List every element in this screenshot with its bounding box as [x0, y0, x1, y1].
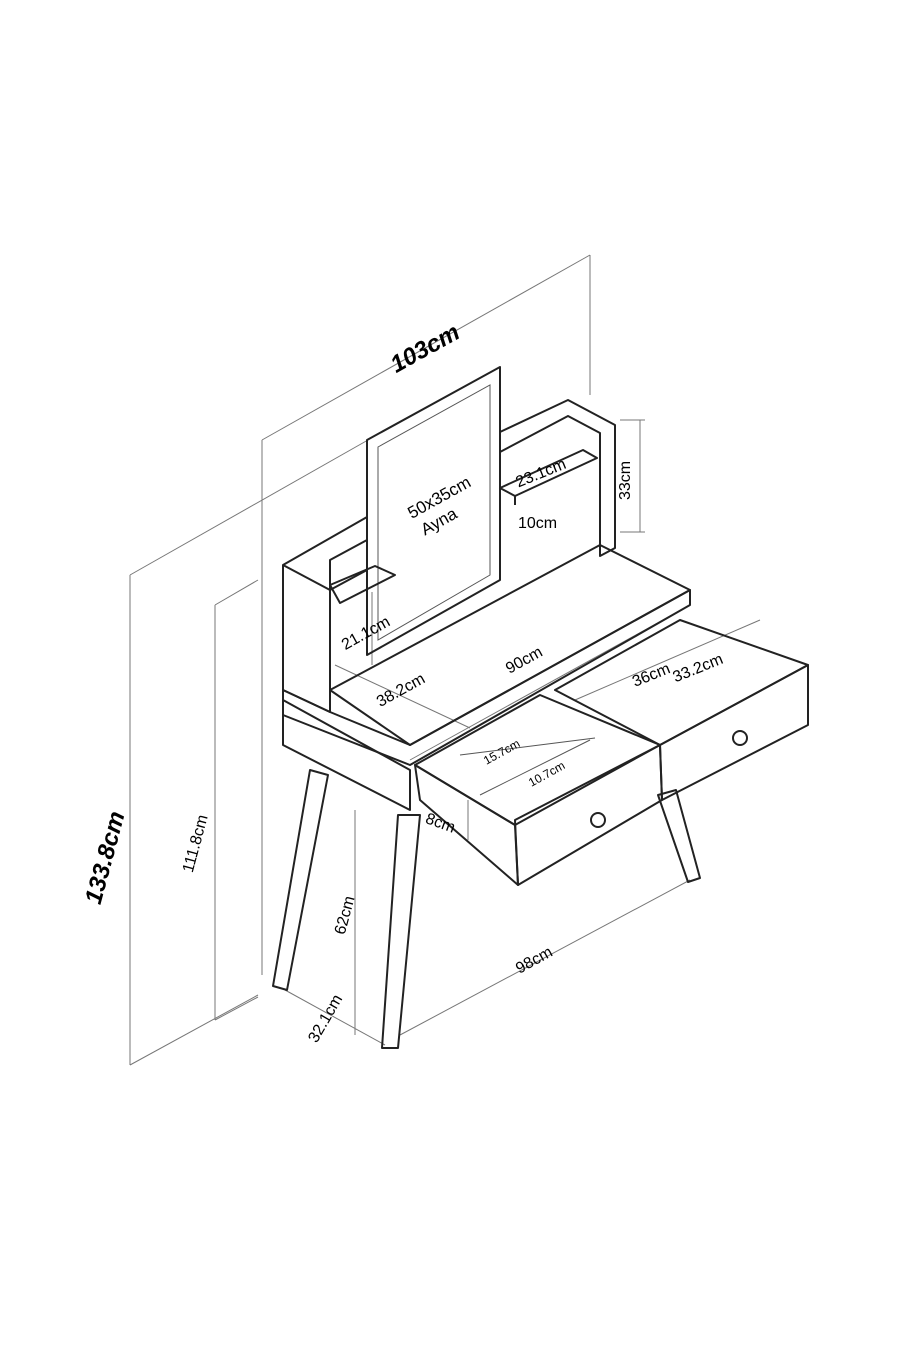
dimension-lines: [129, 254, 761, 1066]
desktop: [282, 544, 691, 811]
right-shelf-tower: [499, 399, 616, 557]
left-drawer: [414, 694, 663, 886]
legs: [272, 769, 701, 1049]
right-drawer: [554, 619, 809, 801]
mirror: [366, 366, 501, 656]
shelf-gap-label: 10cm: [518, 515, 558, 532]
right-tower-height-label: 33cm: [617, 460, 634, 500]
